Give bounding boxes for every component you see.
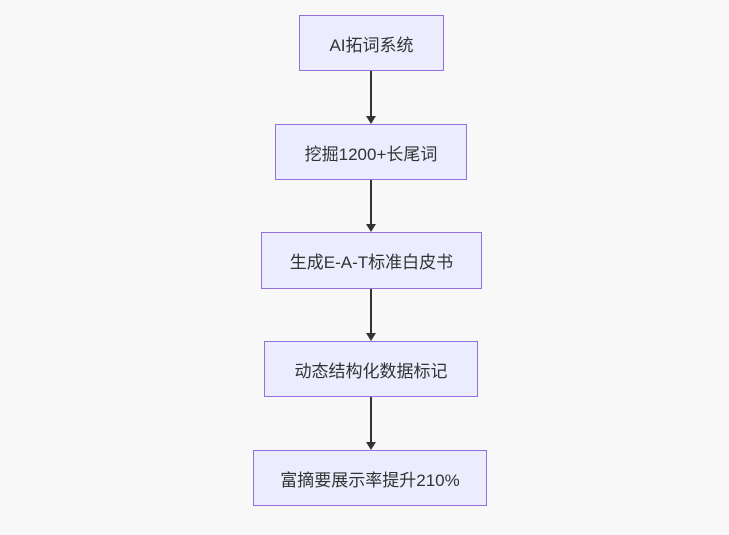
flow-node-dynamic-structured-data: 动态结构化数据标记	[264, 341, 478, 397]
edge-line	[370, 180, 372, 224]
arrowhead-down-icon	[366, 333, 376, 341]
edge-line	[370, 289, 372, 333]
flow-node-rich-snippet-uplift: 富摘要展示率提升210%	[253, 450, 487, 506]
edge-line	[370, 397, 372, 442]
edge-arrow-4	[366, 397, 376, 450]
arrowhead-down-icon	[366, 116, 376, 124]
flow-node-generate-eat-whitepaper: 生成E-A-T标准白皮书	[261, 232, 482, 289]
edge-line	[370, 71, 372, 116]
edge-arrow-1	[366, 71, 376, 124]
arrowhead-down-icon	[366, 442, 376, 450]
arrowhead-down-icon	[366, 224, 376, 232]
edge-arrow-2	[366, 180, 376, 232]
edge-arrow-3	[366, 289, 376, 341]
flow-node-mine-longtail-keywords: 挖掘1200+长尾词	[275, 124, 467, 180]
flow-node-ai-keyword-system: AI拓词系统	[299, 15, 444, 71]
